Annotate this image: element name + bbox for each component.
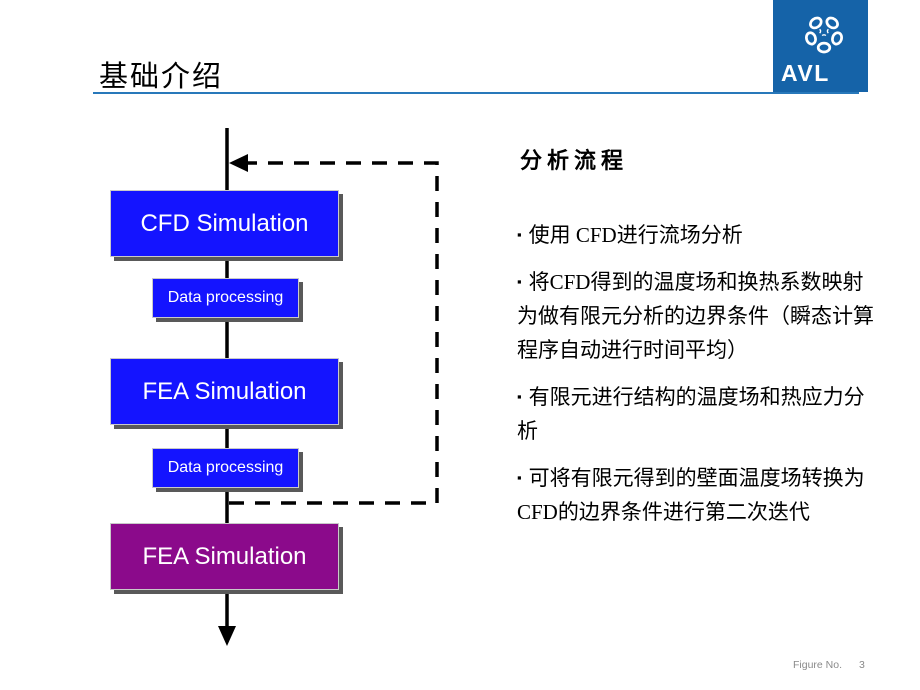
node-data-processing-1: Data processing bbox=[152, 278, 299, 318]
title-underline bbox=[93, 92, 859, 94]
bullet-square-icon: ▪ bbox=[517, 470, 522, 485]
bullet-square-icon: ▪ bbox=[517, 274, 522, 289]
analysis-process-heading: 分析流程 bbox=[520, 148, 629, 173]
node-cfd-simulation: CFD Simulation bbox=[110, 190, 339, 257]
footer-figure-label: Figure No. bbox=[793, 659, 843, 671]
avl-logo-text: AVL bbox=[781, 60, 830, 86]
node-fea-simulation-2: FEA Simulation bbox=[110, 523, 339, 590]
slide-footer: Figure No. 3 bbox=[793, 659, 865, 671]
bullet-text: 有限元进行结构的温度场和热应力分析 bbox=[517, 385, 865, 443]
avl-swirl-icon bbox=[805, 16, 843, 54]
bullet-text: 可将有限元得到的壁面温度场转换为CFD的边界条件进行第二次迭代 bbox=[517, 466, 865, 524]
bullet-item-2: ▪将CFD得到的温度场和换热系数映射为做有限元分析的边界条件（瞬态计算程序自动进… bbox=[517, 265, 883, 367]
flow-arrowhead-down bbox=[218, 626, 236, 646]
node-data-processing-2: Data processing bbox=[152, 448, 299, 488]
avl-logo: AVL bbox=[773, 0, 868, 92]
bullet-text: 将CFD得到的温度场和换热系数映射为做有限元分析的边界条件（瞬态计算程序自动进行… bbox=[517, 270, 874, 362]
node-fea-simulation-1: FEA Simulation bbox=[110, 358, 339, 425]
bullet-item-4: ▪可将有限元得到的壁面温度场转换为CFD的边界条件进行第二次迭代 bbox=[517, 461, 883, 529]
bullet-item-1: ▪ 使用 CFD进行流场分析 bbox=[517, 218, 883, 252]
bullet-square-icon: ▪ bbox=[517, 227, 522, 242]
bullet-item-3: ▪有限元进行结构的温度场和热应力分析 bbox=[517, 380, 883, 448]
feedback-arrowhead-left bbox=[229, 154, 248, 172]
bullet-square-icon: ▪ bbox=[517, 389, 522, 404]
page-title: 基础介绍 bbox=[99, 61, 224, 93]
footer-page-number: 3 bbox=[859, 659, 865, 671]
bullet-text: 使用 CFD进行流场分析 bbox=[528, 223, 743, 247]
bullet-list: ▪使用 CFD进行流场分析 ▪将CFD得到的温度场和换热系数映射为做有限元分析的… bbox=[517, 218, 883, 542]
